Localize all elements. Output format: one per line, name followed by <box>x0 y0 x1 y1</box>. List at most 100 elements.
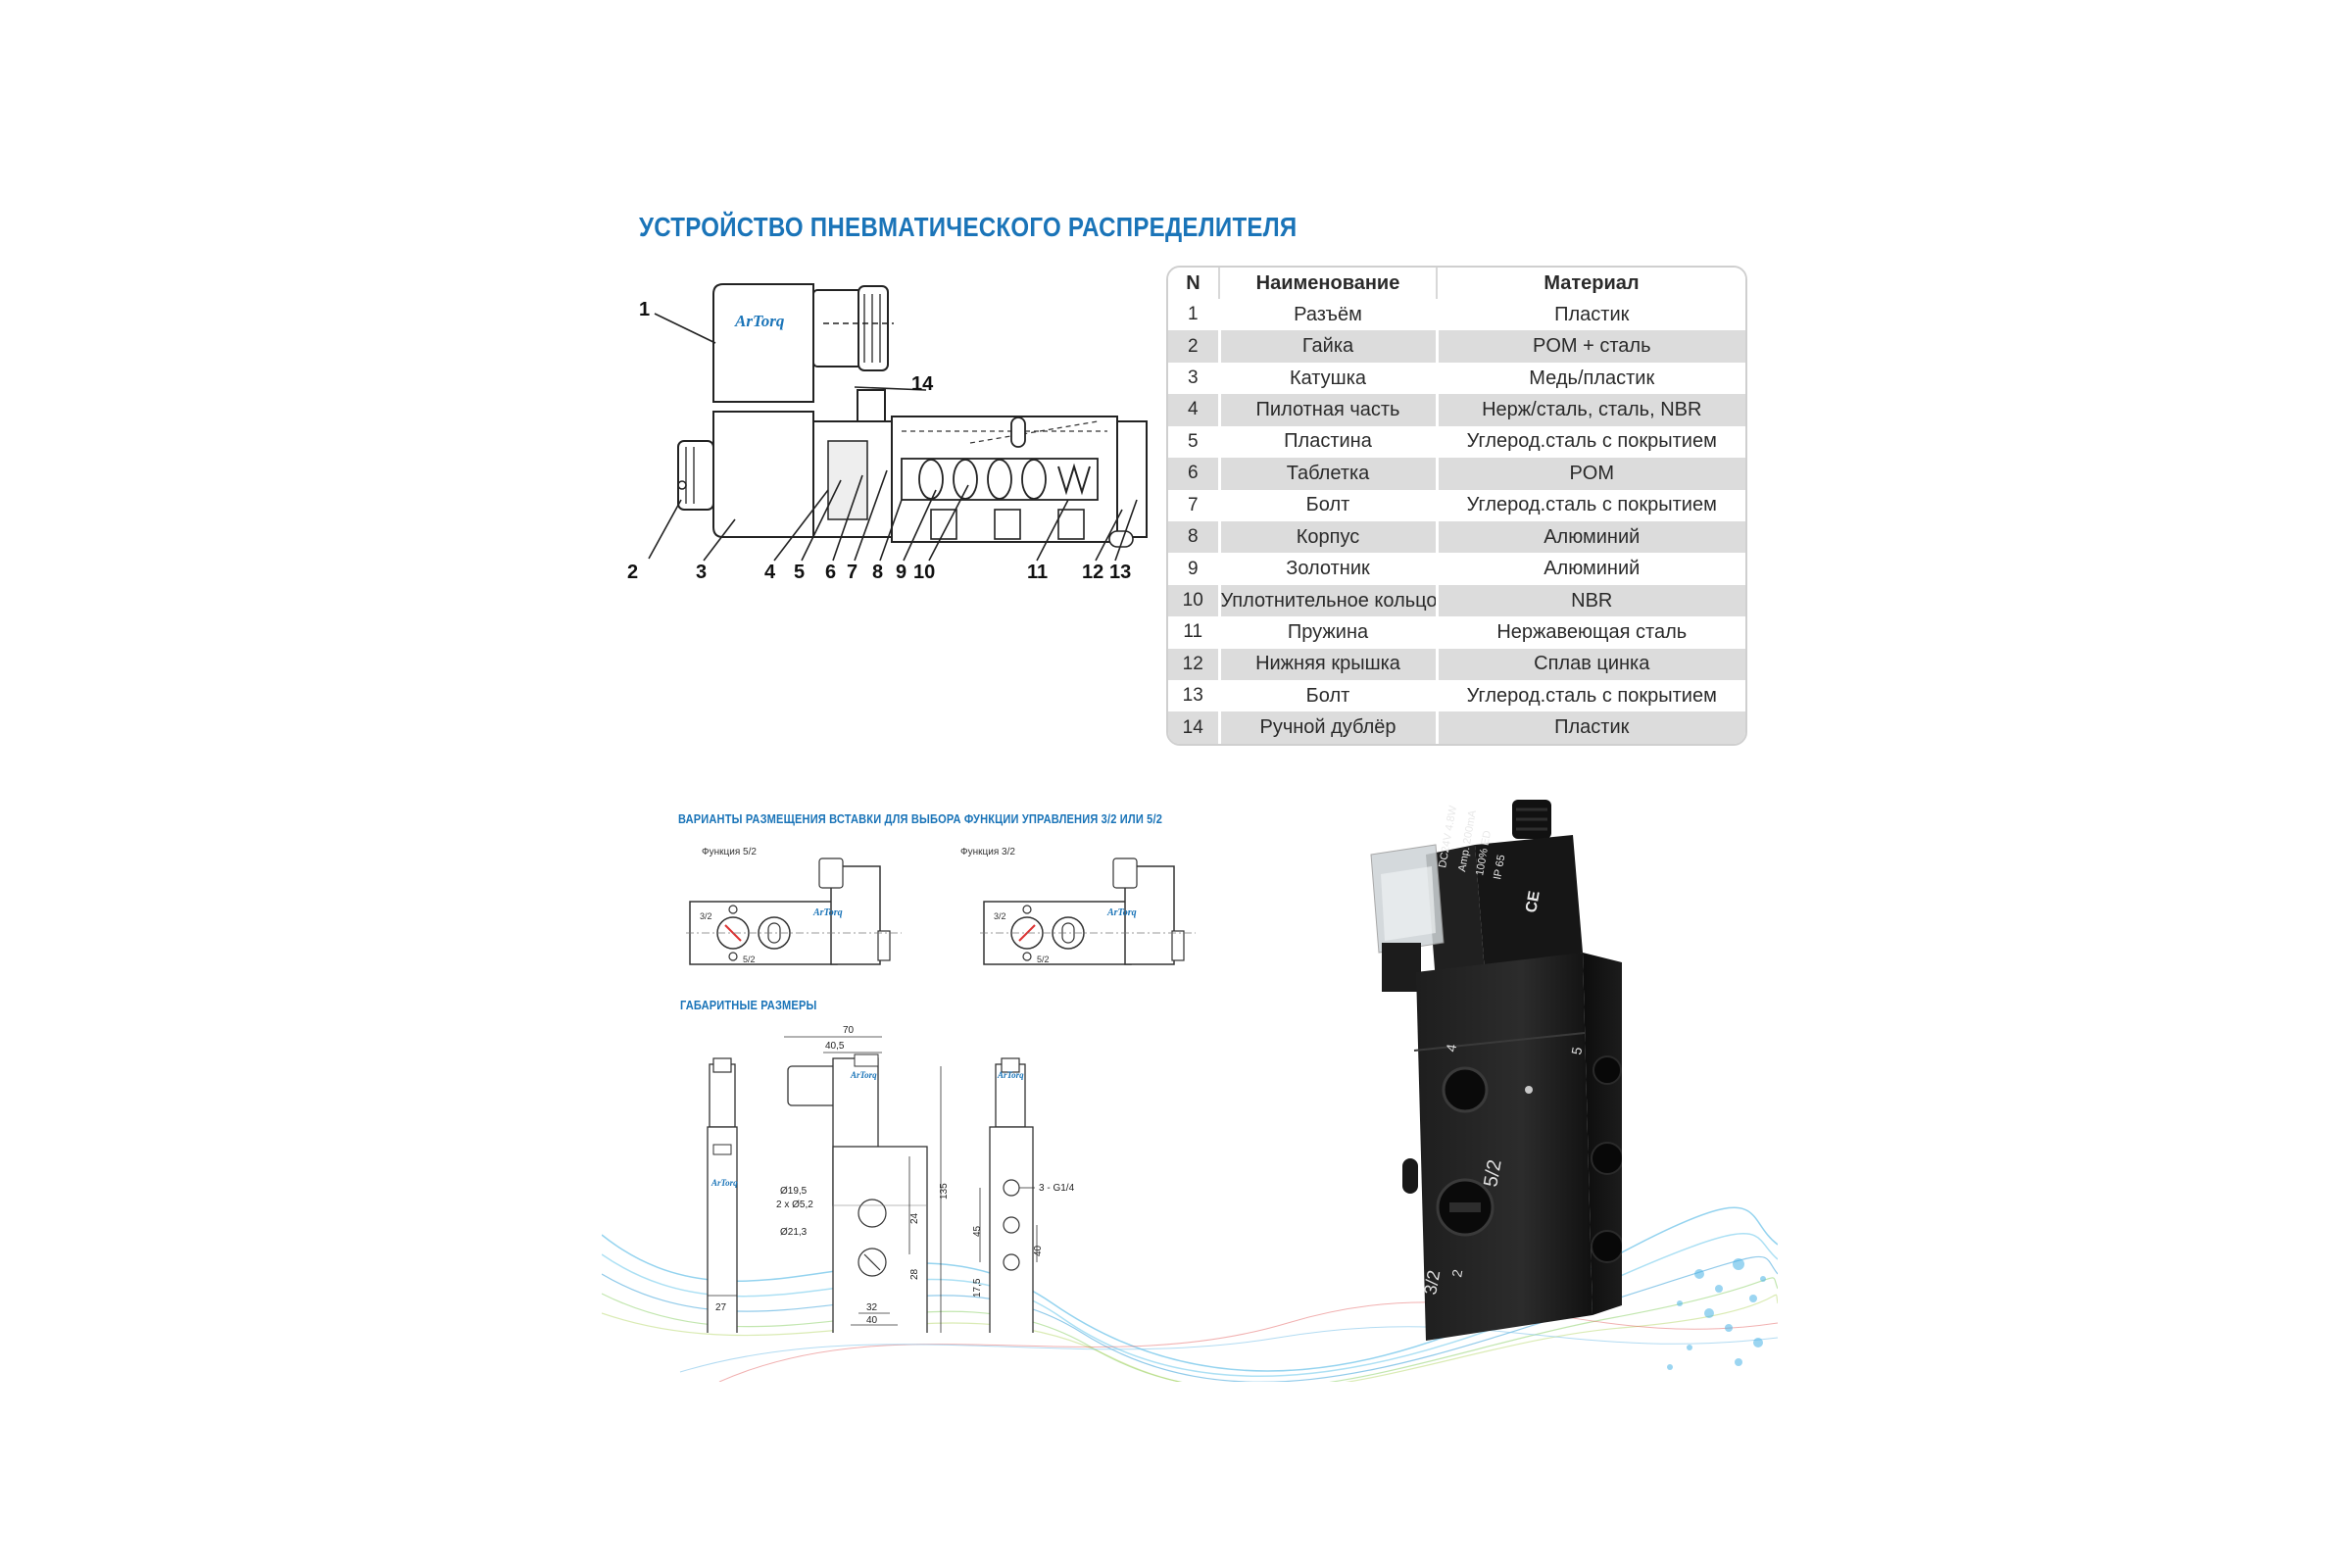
cell-name: Гайка <box>1219 330 1439 363</box>
cell-name: Золотник <box>1219 553 1439 585</box>
callout-9: 9 <box>896 562 906 583</box>
cell-n: 4 <box>1168 394 1221 426</box>
mark-52: 5/2 <box>743 955 756 964</box>
dimensions-caption: ГАБАРИТНЫЕ РАЗМЕРЫ <box>680 998 817 1012</box>
callout-4: 4 <box>764 562 776 583</box>
valve-section-diagram: ArTorq 1 2 3 4 5 6 7 8 9 10 11 12 13 14 <box>627 283 1148 583</box>
dim-28: 28 <box>909 1268 920 1280</box>
mode-52-label: 5/2 <box>1480 1158 1505 1189</box>
cell-material: Нержавеющая сталь <box>1437 616 1745 649</box>
callout-6: 6 <box>825 562 836 583</box>
cell-material: Медь/пластик <box>1437 362 1745 395</box>
cell-name: Нижняя крышка <box>1219 648 1439 681</box>
cell-n: 2 <box>1168 330 1221 363</box>
cell-material: NBR <box>1437 584 1745 617</box>
callout-11: 11 <box>1027 562 1048 583</box>
header-name: Наименование <box>1219 268 1438 299</box>
cell-material: Нерж/сталь, сталь, NBR <box>1437 394 1745 426</box>
variant-32-label: Функция 3/2 <box>960 847 1015 858</box>
dim-40-5: 40,5 <box>825 1041 845 1052</box>
dim-17-5: 17,5 <box>972 1278 983 1298</box>
callout-2: 2 <box>627 562 638 583</box>
cell-n: 3 <box>1168 362 1221 395</box>
logo-artorq: ArTorq <box>850 1070 877 1080</box>
cell-material: Алюминий <box>1437 520 1745 554</box>
cell-name: Корпус <box>1219 520 1439 554</box>
header-material: Материал <box>1437 268 1745 299</box>
callout-10: 10 <box>913 562 935 583</box>
decorative-waves <box>602 1206 1778 1382</box>
cell-n: 6 <box>1168 458 1221 490</box>
dim-70: 70 <box>843 1025 855 1036</box>
callout-12: 12 <box>1082 562 1103 583</box>
mark-52: 5/2 <box>1037 955 1050 964</box>
cell-material: Пластик <box>1437 711 1745 744</box>
cell-n: 9 <box>1168 553 1221 585</box>
dim-24: 24 <box>909 1212 920 1224</box>
cell-n: 10 <box>1168 584 1221 617</box>
cell-name: Пилотная часть <box>1219 394 1439 426</box>
cell-name: Ручной дублёр <box>1219 711 1439 744</box>
cell-n: 14 <box>1168 711 1221 744</box>
callout-3: 3 <box>696 562 707 583</box>
variant-32-drawing: 3/2 5/2 ArTorq <box>980 858 1196 965</box>
mark-32: 3/2 <box>994 911 1006 921</box>
callout-5: 5 <box>794 562 805 583</box>
cell-n: 7 <box>1168 489 1221 521</box>
dim-135: 135 <box>939 1183 950 1200</box>
cell-name: Пружина <box>1219 616 1439 649</box>
cell-n: 1 <box>1168 299 1221 331</box>
cell-material: POM <box>1437 458 1745 490</box>
cell-name: Катушка <box>1219 362 1439 395</box>
table-header-row: N Наименование Материал <box>1168 268 1745 299</box>
dim-40: 40 <box>866 1315 878 1326</box>
dim-40b: 40 <box>1033 1245 1044 1256</box>
dim-27: 27 <box>715 1302 727 1313</box>
cell-name: Таблетка <box>1219 458 1439 490</box>
cell-material: Алюминий <box>1437 553 1745 585</box>
cell-n: 8 <box>1168 520 1221 554</box>
logo-artorq: ArTorq <box>1106 907 1137 918</box>
cell-material: POM + сталь <box>1437 330 1745 363</box>
cell-name: Разъём <box>1219 299 1439 331</box>
cell-n: 13 <box>1168 680 1221 712</box>
mode-32-label: 3/2 <box>1420 1269 1444 1297</box>
callout-1: 1 <box>639 299 650 320</box>
variant-52-label: Функция 5/2 <box>702 847 757 858</box>
dim-port: 3 - G1/4 <box>1039 1183 1075 1194</box>
logo-artorq: ArTorq <box>812 907 843 918</box>
callout-7: 7 <box>847 562 858 583</box>
cell-material: Углерод.сталь с покрытием <box>1437 425 1745 459</box>
header-n: N <box>1168 268 1220 299</box>
dim-19-5: Ø19,5 <box>780 1186 808 1197</box>
cell-name: Болт <box>1219 489 1439 521</box>
variant-52-drawing: 3/2 5/2 ArTorq <box>686 858 902 965</box>
dim-45: 45 <box>972 1225 983 1237</box>
dim-21-3: Ø21,3 <box>780 1227 808 1238</box>
callout-8: 8 <box>872 562 883 583</box>
ce-mark: CE <box>1523 890 1544 914</box>
cell-n: 5 <box>1168 425 1221 459</box>
cell-n: 12 <box>1168 648 1221 681</box>
valve-photo: DC24V 4.8W Amp. 200mA 100% ED IP 65 CE 4… <box>1370 800 1622 1341</box>
callout-13: 13 <box>1109 562 1131 583</box>
insert-variants-caption: ВАРИАНТЫ РАЗМЕЩЕНИЯ ВСТАВКИ ДЛЯ ВЫБОРА Ф… <box>678 811 1163 826</box>
dimension-drawings: ArTorq 27 70 40,5 ArTorq Ø19,5 2 x Ø5,2 … <box>707 1025 1075 1333</box>
callout-14: 14 <box>911 373 934 395</box>
page-title: УСТРОЙСТВО ПНЕВМАТИЧЕСКОГО РАСПРЕДЕЛИТЕЛ… <box>639 212 1298 242</box>
cell-name: Пластина <box>1219 425 1439 459</box>
port-4-label: 4 <box>1443 1043 1459 1054</box>
